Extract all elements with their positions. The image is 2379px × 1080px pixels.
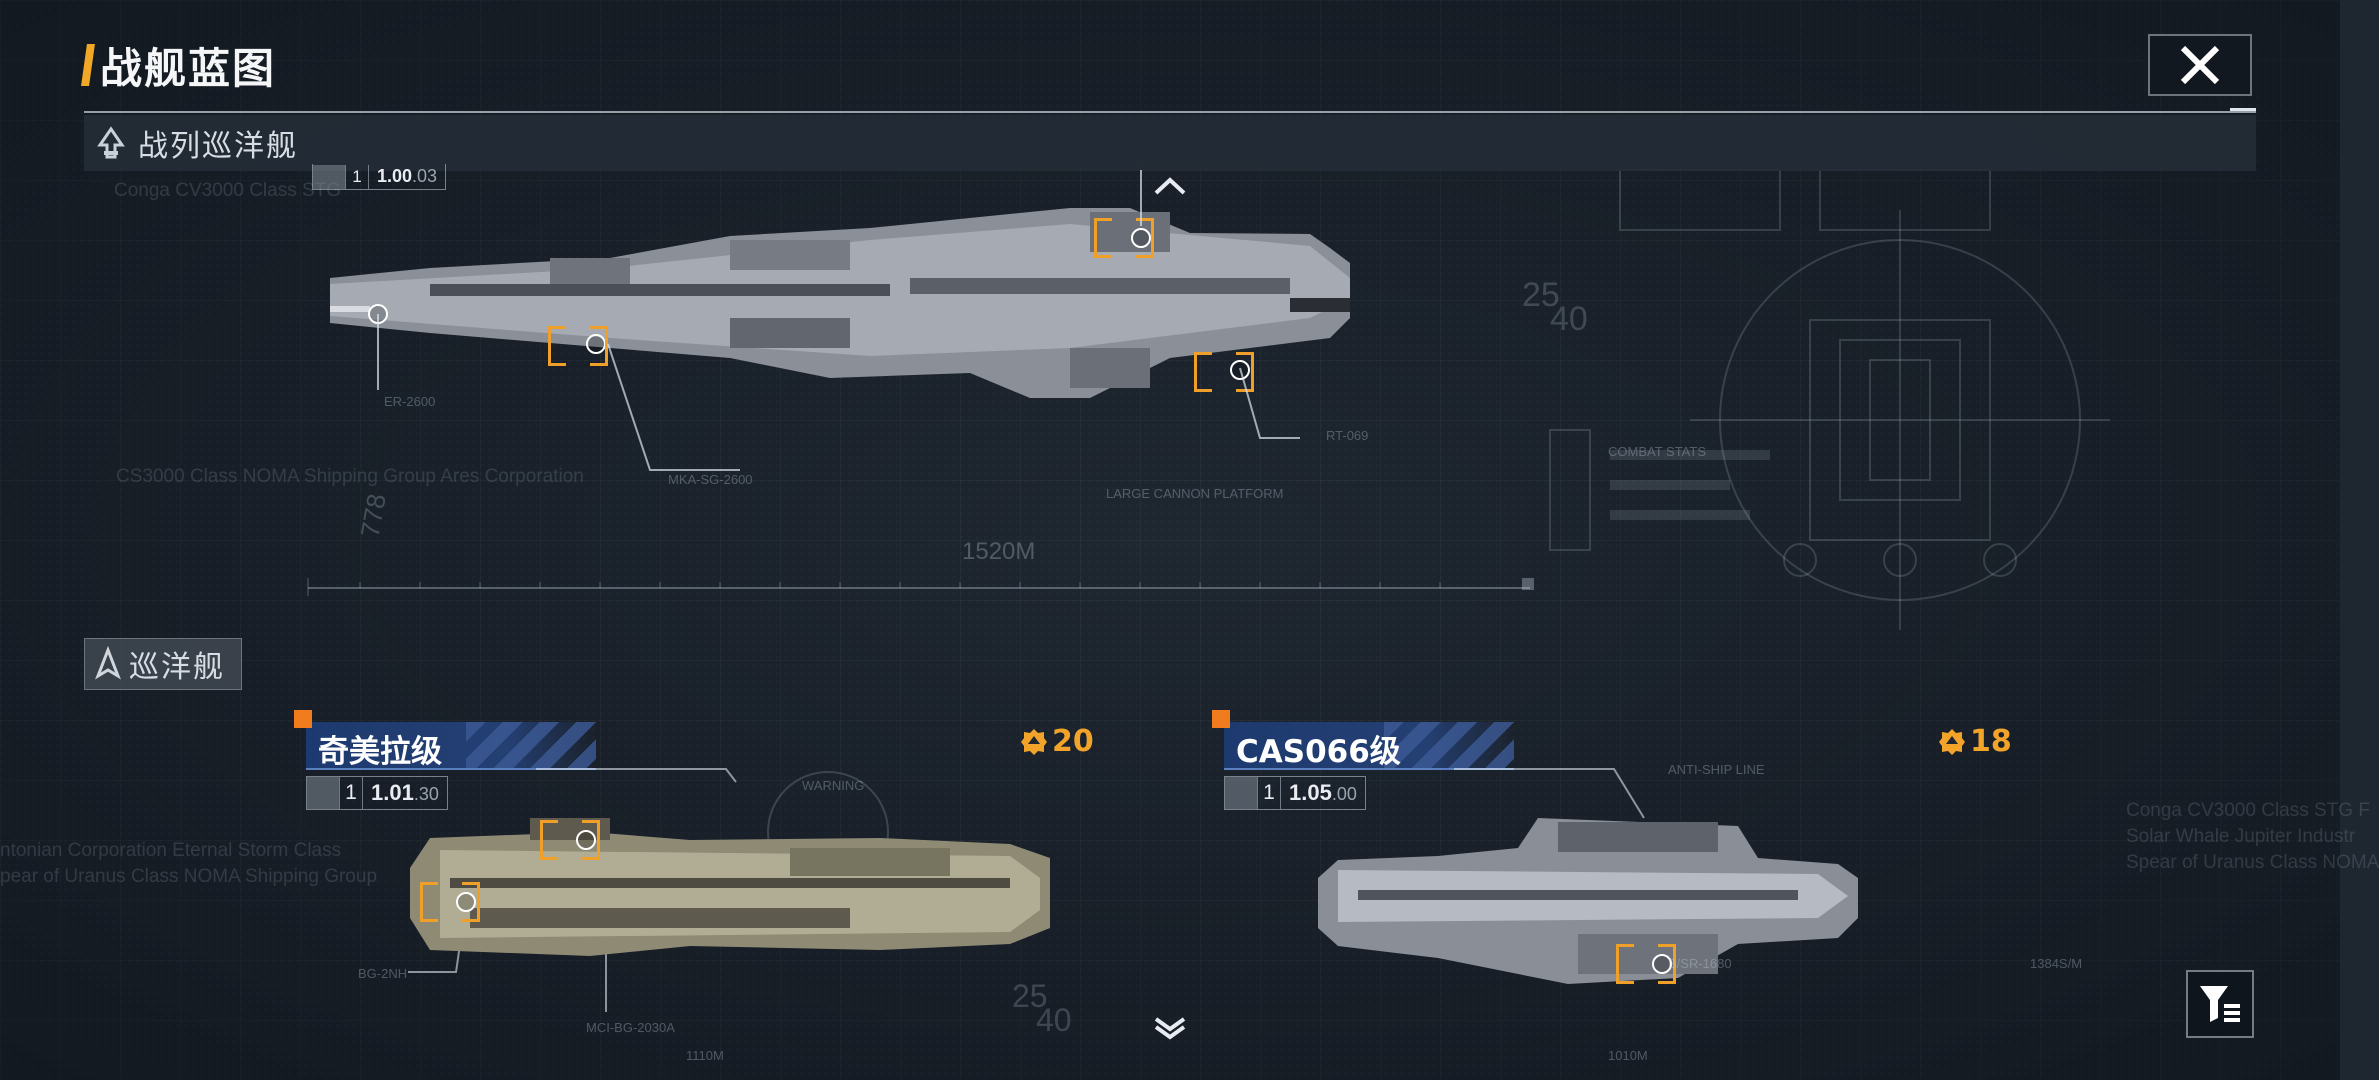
filter-button[interactable] [2186,970,2254,1038]
manufacturer-icon [313,164,345,189]
length-ruler [307,578,1534,596]
chimera-ship [410,818,1050,956]
callout-label: B/SR-1680 [1668,956,1732,971]
bg-text: pear of Uranus Class NOMA Shipping Group [0,866,378,887]
close-x-icon [2180,45,2220,85]
manufacturer-icon [307,777,339,809]
cas066-ship [1318,818,1858,984]
ship-card[interactable]: 奇美拉级 20 1 1.01.30 WARNING BG-2NH MCI-BG-… [294,710,1094,1063]
scroll-down-button[interactable] [1152,1014,1188,1042]
ship-version-box: 1 1.01.30 [306,776,448,810]
ship-name: 奇美拉级 [318,734,442,770]
callout-label: ER-2600 [384,394,436,409]
ship-version-major: 1.05 [1289,780,1332,805]
section-header-battlecruiser: 战列巡洋舰 [84,115,2256,171]
ship-card[interactable]: CAS066级 18 1 1.05.00 B/SR-1680 ANTI-SHIP… [1212,710,2104,1063]
bg-text: Conga CV3000 Class STG [114,180,342,201]
callout-label: 1384S/M [2030,956,2083,971]
ship-class-icon [96,126,126,160]
callout-label: ANTI-SHIP LINE [1668,762,1765,777]
ship-version-box: 1 1.05.00 [1224,776,1366,810]
gear-badge-icon [1021,728,1047,755]
ship-version: 1.00.03 [369,166,445,187]
ship-score-value: 20 [1052,724,1094,759]
deco-number: 40 [1036,1002,1072,1038]
ship-version: 1.01.30 [363,780,447,806]
ship-version-minor: .30 [413,784,439,804]
callout-label: LARGE CANNON PLATFORM [1106,486,1284,501]
title-divider-accent [2230,108,2256,111]
ship-length: 1010M [1608,1048,1648,1063]
manufacturer-icon [1225,777,1257,809]
ship-tier: 1 [345,164,369,189]
chevron-down-icon [1154,1017,1186,1040]
title-divider [84,111,2256,113]
callout-label: MCI-BG-2030A [586,1020,675,1035]
ship-score-value: 18 [1970,724,2012,759]
ship-version-major: 1.00 [377,166,413,186]
hardpoint-marker[interactable] [1652,954,1672,974]
bg-text: ntonian Corporation Eternal Storm Class [0,840,342,861]
bg-text: Spear of Uranus Class NOMA [2126,852,2379,873]
featured-ship-version: 1 1.00.03 [312,164,447,190]
callout-label: RT-069 [1326,428,1369,443]
bg-text: CS3000 Class NOMA Shipping Group Ares Co… [116,466,584,487]
ship-corner-marker [294,710,312,728]
section-header-cruiser: 巡洋舰 [84,638,242,690]
ship-length: 1520M [962,538,1036,565]
hardpoint-marker[interactable] [456,892,476,912]
ship-version-minor: .03 [412,166,438,186]
bg-text: Solar Whale Jupiter Industr [2126,826,2356,847]
page-header: 战舰蓝图 [81,40,276,93]
deco-label: WARNING [802,778,865,793]
ship-class-icon [93,645,123,681]
ship-name: CAS066级 [1236,734,1401,770]
ship-length: 1110M [686,1048,724,1063]
ship-score: 18 [1938,724,2012,759]
gear-badge-icon [1939,728,1965,755]
ship-score: 20 [1020,724,1094,759]
page-title: 战舰蓝图 [100,43,277,93]
deco-number: 25 [1012,978,1048,1014]
ship-version: 1.05.00 [1281,780,1365,806]
chevron-up-icon [1154,177,1186,195]
hardpoint-marker[interactable] [1131,228,1151,248]
ship-corner-marker [1212,710,1230,728]
scroll-up-button[interactable] [1152,174,1188,198]
hardpoint-marker[interactable] [576,830,596,850]
deco-number: 25 [1522,276,1560,314]
title-accent [81,44,95,86]
bg-text: COMBAT STATS [1608,444,1706,459]
bg-text: Conga CV3000 Class STG F [2126,800,2370,821]
callout-lines [377,170,1300,471]
ship-name-bar [306,722,596,770]
ship-version-minor: .00 [1331,784,1357,804]
section-label: 巡洋舰 [129,650,225,685]
deco-number: 40 [1550,300,1588,338]
filter-funnel-icon [2200,986,2240,1022]
callout-label: BG-2NH [358,966,408,981]
section-label: 战列巡洋舰 [138,129,298,164]
ship-name-bar [1224,722,1514,770]
close-button[interactable] [2148,34,2252,96]
ship-tier: 1 [1257,777,1281,809]
callout-label: MKA-SG-2600 [668,472,753,487]
ship-version-major: 1.01 [371,780,414,805]
blueprint-schematic [1549,169,2110,630]
ship-tier: 1 [339,777,363,809]
